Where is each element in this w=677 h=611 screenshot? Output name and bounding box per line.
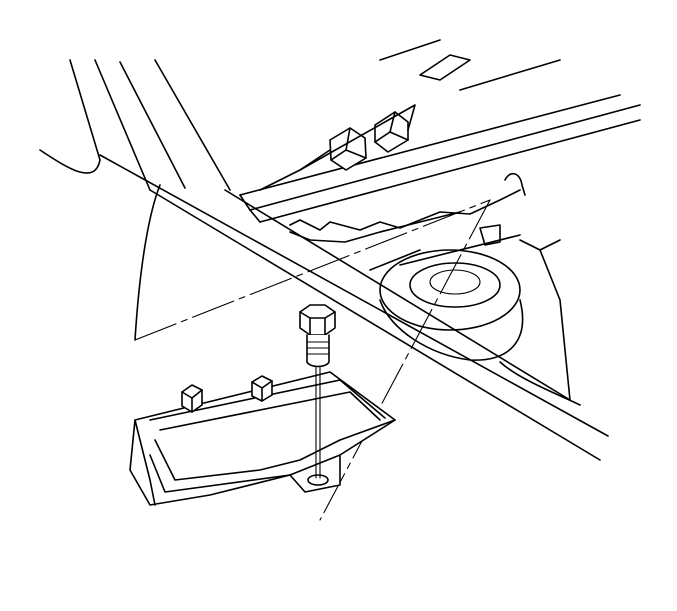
mounting-bracket (129, 371, 396, 506)
fastener-bolt (299, 304, 336, 479)
body-panel-structure (39, 39, 641, 461)
alignment-lines (134, 199, 491, 521)
